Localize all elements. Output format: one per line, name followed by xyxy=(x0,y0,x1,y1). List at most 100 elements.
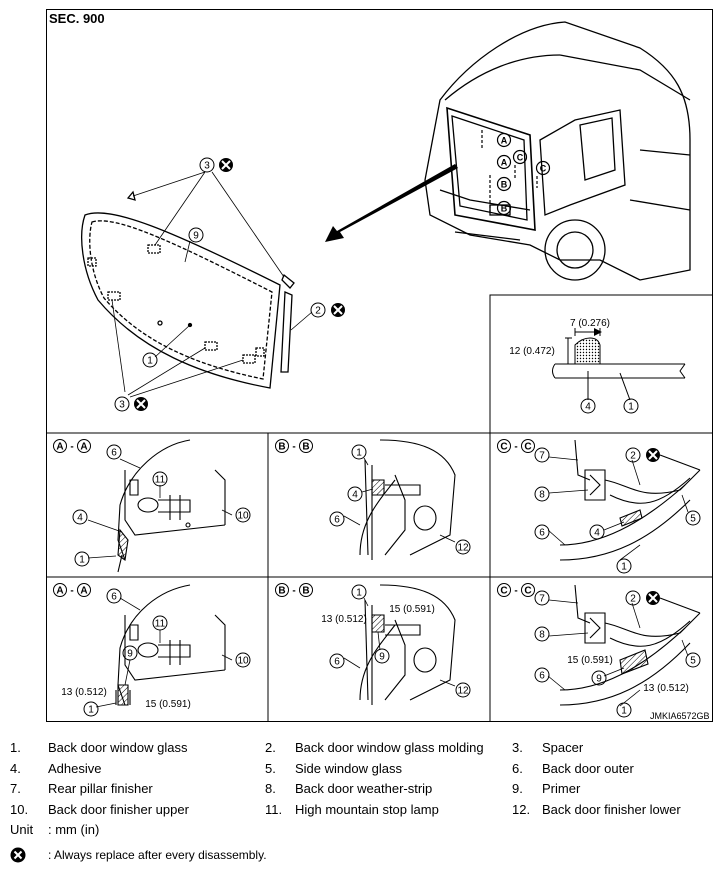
svg-text:9: 9 xyxy=(596,674,602,685)
svg-text:4: 4 xyxy=(352,490,358,501)
svg-text:C: C xyxy=(524,442,531,453)
svg-text:5: 5 xyxy=(690,514,696,525)
svg-text:B: B xyxy=(278,442,285,453)
svg-text:-: - xyxy=(70,442,73,453)
section-bb-top-drawing xyxy=(359,439,456,560)
svg-text:10: 10 xyxy=(237,656,249,667)
svg-text:C: C xyxy=(524,586,531,597)
adhesive-detail-labels: 7 (0.276) 12 (0.472) 4 1 xyxy=(509,318,639,414)
unit-row: Unit : mm (in) xyxy=(10,822,99,837)
svg-text:A: A xyxy=(501,136,508,146)
svg-text:12 (0.472): 12 (0.472) xyxy=(509,346,555,357)
section-cc-bottom-drawing xyxy=(559,584,701,706)
svg-text:5: 5 xyxy=(690,656,696,667)
svg-text:-: - xyxy=(514,586,517,597)
svg-text:C: C xyxy=(540,164,547,174)
svg-text:11: 11 xyxy=(155,619,166,630)
svg-text:1: 1 xyxy=(356,588,362,599)
svg-text:2: 2 xyxy=(315,306,321,317)
adhesive-detail-panel xyxy=(489,294,713,433)
svg-text:12: 12 xyxy=(457,543,469,554)
section-bb-bottom-callouts: 1 9 6 12 13 (0.512) 15 (0.591) xyxy=(321,584,471,698)
vehicle-section-letters: A A B B C C xyxy=(501,136,547,214)
svg-text:13 (0.512): 13 (0.512) xyxy=(61,687,107,698)
svg-text:2: 2 xyxy=(630,594,636,605)
vehicle-callouts xyxy=(481,130,551,216)
svg-text:-: - xyxy=(292,442,295,453)
svg-text:1: 1 xyxy=(621,562,627,573)
vehicle-rear-view xyxy=(424,21,691,281)
unit-label: Unit xyxy=(10,822,34,837)
section-aa-bottom-callouts: 6 11 10 9 1 13 (0.512) 15 (0.591) xyxy=(61,588,251,717)
svg-text:1: 1 xyxy=(88,705,94,716)
svg-text:1: 1 xyxy=(147,356,153,367)
svg-text:6: 6 xyxy=(334,657,340,668)
svg-text:C: C xyxy=(500,586,507,597)
svg-text:B: B xyxy=(501,204,508,214)
svg-text:15 (0.591): 15 (0.591) xyxy=(567,655,613,666)
svg-text:13 (0.512): 13 (0.512) xyxy=(321,614,367,625)
section-aa-top-drawing xyxy=(117,439,226,573)
svg-text:3: 3 xyxy=(204,161,210,172)
svg-text:1: 1 xyxy=(79,555,85,566)
svg-text:8: 8 xyxy=(539,630,545,641)
svg-text:6: 6 xyxy=(539,671,545,682)
svg-text:C: C xyxy=(517,153,524,163)
svg-text:1: 1 xyxy=(356,448,362,459)
drawing-code: JMKIA6572GB xyxy=(650,711,710,721)
section-cc-top-callouts: 7 8 2 4 6 1 5 xyxy=(534,447,701,574)
section-grid xyxy=(46,432,713,722)
svg-text:2: 2 xyxy=(630,451,636,462)
direction-arrow xyxy=(325,164,458,242)
svg-text:9: 9 xyxy=(127,649,133,660)
svg-text:4: 4 xyxy=(77,513,83,524)
svg-text:4: 4 xyxy=(594,528,600,539)
section-headers: A - A B - B C - C A - A B - B C - C xyxy=(53,439,535,597)
svg-text:15 (0.591): 15 (0.591) xyxy=(145,699,191,710)
svg-text:9: 9 xyxy=(193,231,199,242)
svg-text:1: 1 xyxy=(628,402,634,413)
window-leader-lines xyxy=(111,171,313,398)
diagram-frame xyxy=(46,9,713,722)
svg-text:B: B xyxy=(501,180,508,190)
svg-text:9: 9 xyxy=(379,652,385,663)
svg-text:B: B xyxy=(302,442,309,453)
section-aa-bottom-drawing xyxy=(115,584,226,706)
svg-text:C: C xyxy=(500,442,507,453)
replace-note-text: : Always replace after every disassembly… xyxy=(48,848,267,862)
replace-marks xyxy=(136,160,343,409)
svg-text:6: 6 xyxy=(111,592,117,603)
svg-text:7: 7 xyxy=(539,451,545,462)
svg-text:A: A xyxy=(56,442,63,453)
svg-text:B: B xyxy=(302,586,309,597)
svg-text:3: 3 xyxy=(119,400,125,411)
svg-text:7 (0.276): 7 (0.276) xyxy=(570,318,610,329)
svg-text:4: 4 xyxy=(585,402,591,413)
section-replace-marks xyxy=(648,450,658,603)
section-bb-bottom-drawing xyxy=(359,584,456,705)
svg-text:15 (0.591): 15 (0.591) xyxy=(389,604,435,615)
svg-text:8: 8 xyxy=(539,490,545,501)
section-bb-top-callouts: 1 4 6 12 xyxy=(329,444,471,555)
svg-text:-: - xyxy=(292,586,295,597)
section-cc-top-drawing xyxy=(559,439,701,561)
svg-text:-: - xyxy=(514,442,517,453)
svg-text:1: 1 xyxy=(621,706,627,717)
diagram-artwork: A A B B C C 3 9 2 xyxy=(46,21,713,722)
svg-text:B: B xyxy=(278,586,285,597)
window-glass-outline xyxy=(81,190,295,389)
svg-text:6: 6 xyxy=(334,515,340,526)
svg-text:13 (0.512): 13 (0.512) xyxy=(643,683,689,694)
svg-text:10: 10 xyxy=(237,511,249,522)
svg-text:A: A xyxy=(501,158,508,168)
section-aa-top-callouts: 6 11 4 10 1 xyxy=(72,444,251,567)
section-cc-bottom-callouts: 7 8 2 9 6 1 5 15 (0.591) 13 (0.512) xyxy=(534,590,701,718)
unit-value: : mm (in) xyxy=(48,822,100,837)
window-callouts: 3 9 2 1 3 xyxy=(114,157,345,412)
svg-text:6: 6 xyxy=(111,448,117,459)
svg-text:A: A xyxy=(80,442,87,453)
svg-text:7: 7 xyxy=(539,594,545,605)
replace-icon xyxy=(10,847,26,863)
svg-text:-: - xyxy=(70,586,73,597)
svg-text:12: 12 xyxy=(457,686,469,697)
